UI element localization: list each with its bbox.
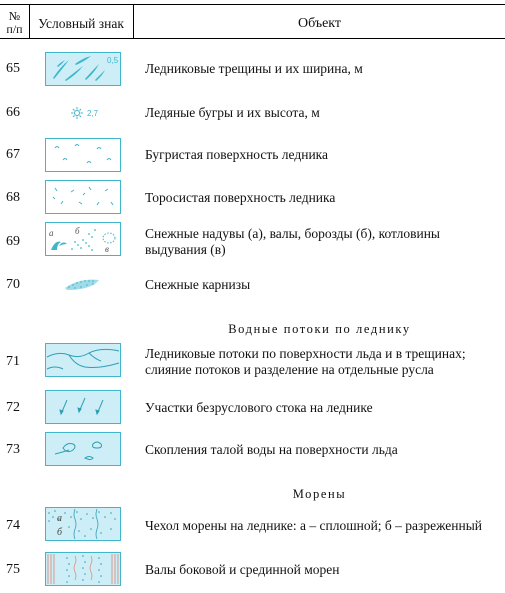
- header-divider-2: [133, 4, 134, 38]
- hummocked-surface-symbol: [45, 180, 121, 214]
- table-header: № п/п Условный знак Объект: [0, 4, 505, 42]
- hummocky-surface-symbol: [45, 138, 121, 172]
- row-text: Валы боковой и срединной морен: [145, 562, 340, 577]
- row-number: 73: [6, 442, 20, 457]
- row-number: 68: [6, 190, 20, 205]
- ice-mound-height-label: 2,7: [87, 109, 99, 118]
- header-top-rule: [0, 4, 505, 5]
- row-text: Ледниковые трещины и их ширина, м: [145, 61, 363, 76]
- header-bottom-rule: [0, 38, 505, 39]
- row-text: Чехол морены на леднике: а – сплошной; б…: [145, 518, 482, 533]
- header-number-line2: п/п: [6, 22, 23, 36]
- meltwater-pool-symbol: [45, 432, 121, 466]
- row-text: Снежные надувы (а), валы, борозды (б), к…: [145, 226, 440, 257]
- header-number-line1: №: [8, 9, 21, 23]
- crevasse-width-label: 0,5: [107, 56, 119, 65]
- glacial-stream-symbol: [45, 343, 121, 377]
- moraine-ridge-symbol: [45, 552, 121, 586]
- row-number: 70: [6, 277, 20, 292]
- row-text: Торосистая поверхность ледника: [145, 190, 336, 205]
- moraine-label-b: б: [57, 527, 63, 538]
- row-number: 74: [6, 518, 20, 533]
- row-number: 72: [6, 400, 20, 415]
- header-divider-1: [29, 4, 30, 38]
- row-text: Бугристая поверхность ледника: [145, 147, 329, 162]
- row-number: 67: [6, 147, 20, 162]
- row-text: Снежные карнизы: [145, 277, 251, 292]
- drift-label-v: в: [105, 244, 109, 254]
- row-number: 75: [6, 562, 20, 577]
- row-number: 71: [6, 354, 20, 369]
- row-text: Участки безруслового стока на леднике: [145, 400, 373, 415]
- moraine-label-a: а: [57, 513, 62, 524]
- row-text: Ледниковые потоки по поверхности льда и …: [145, 346, 466, 377]
- section-title-moraines: Морены: [292, 487, 347, 501]
- drift-label-a: а: [49, 228, 54, 238]
- snow-cornice-symbol: [45, 268, 121, 302]
- row-number: 65: [6, 61, 20, 76]
- moraine-cover-symbol: а б: [45, 507, 121, 541]
- crevasse-symbol: 0,5: [45, 52, 121, 86]
- header-sign: Условный знак: [38, 16, 124, 31]
- ice-mound-symbol: 2,7: [45, 96, 121, 130]
- sheet-runoff-symbol: [45, 390, 121, 424]
- row-text: Ледяные бугры и их высота, м: [145, 105, 320, 120]
- drift-label-b: б: [75, 226, 80, 236]
- header-number: № п/п: [1, 10, 28, 36]
- row-text: Скопления талой воды на поверхности льда: [145, 442, 398, 457]
- row-number: 66: [6, 105, 20, 120]
- row-number: 69: [6, 234, 20, 249]
- header-object: Объект: [297, 16, 342, 31]
- section-title-water-flows: Водные потоки по леднику: [228, 322, 411, 336]
- snow-drift-symbol: а б в: [45, 222, 121, 256]
